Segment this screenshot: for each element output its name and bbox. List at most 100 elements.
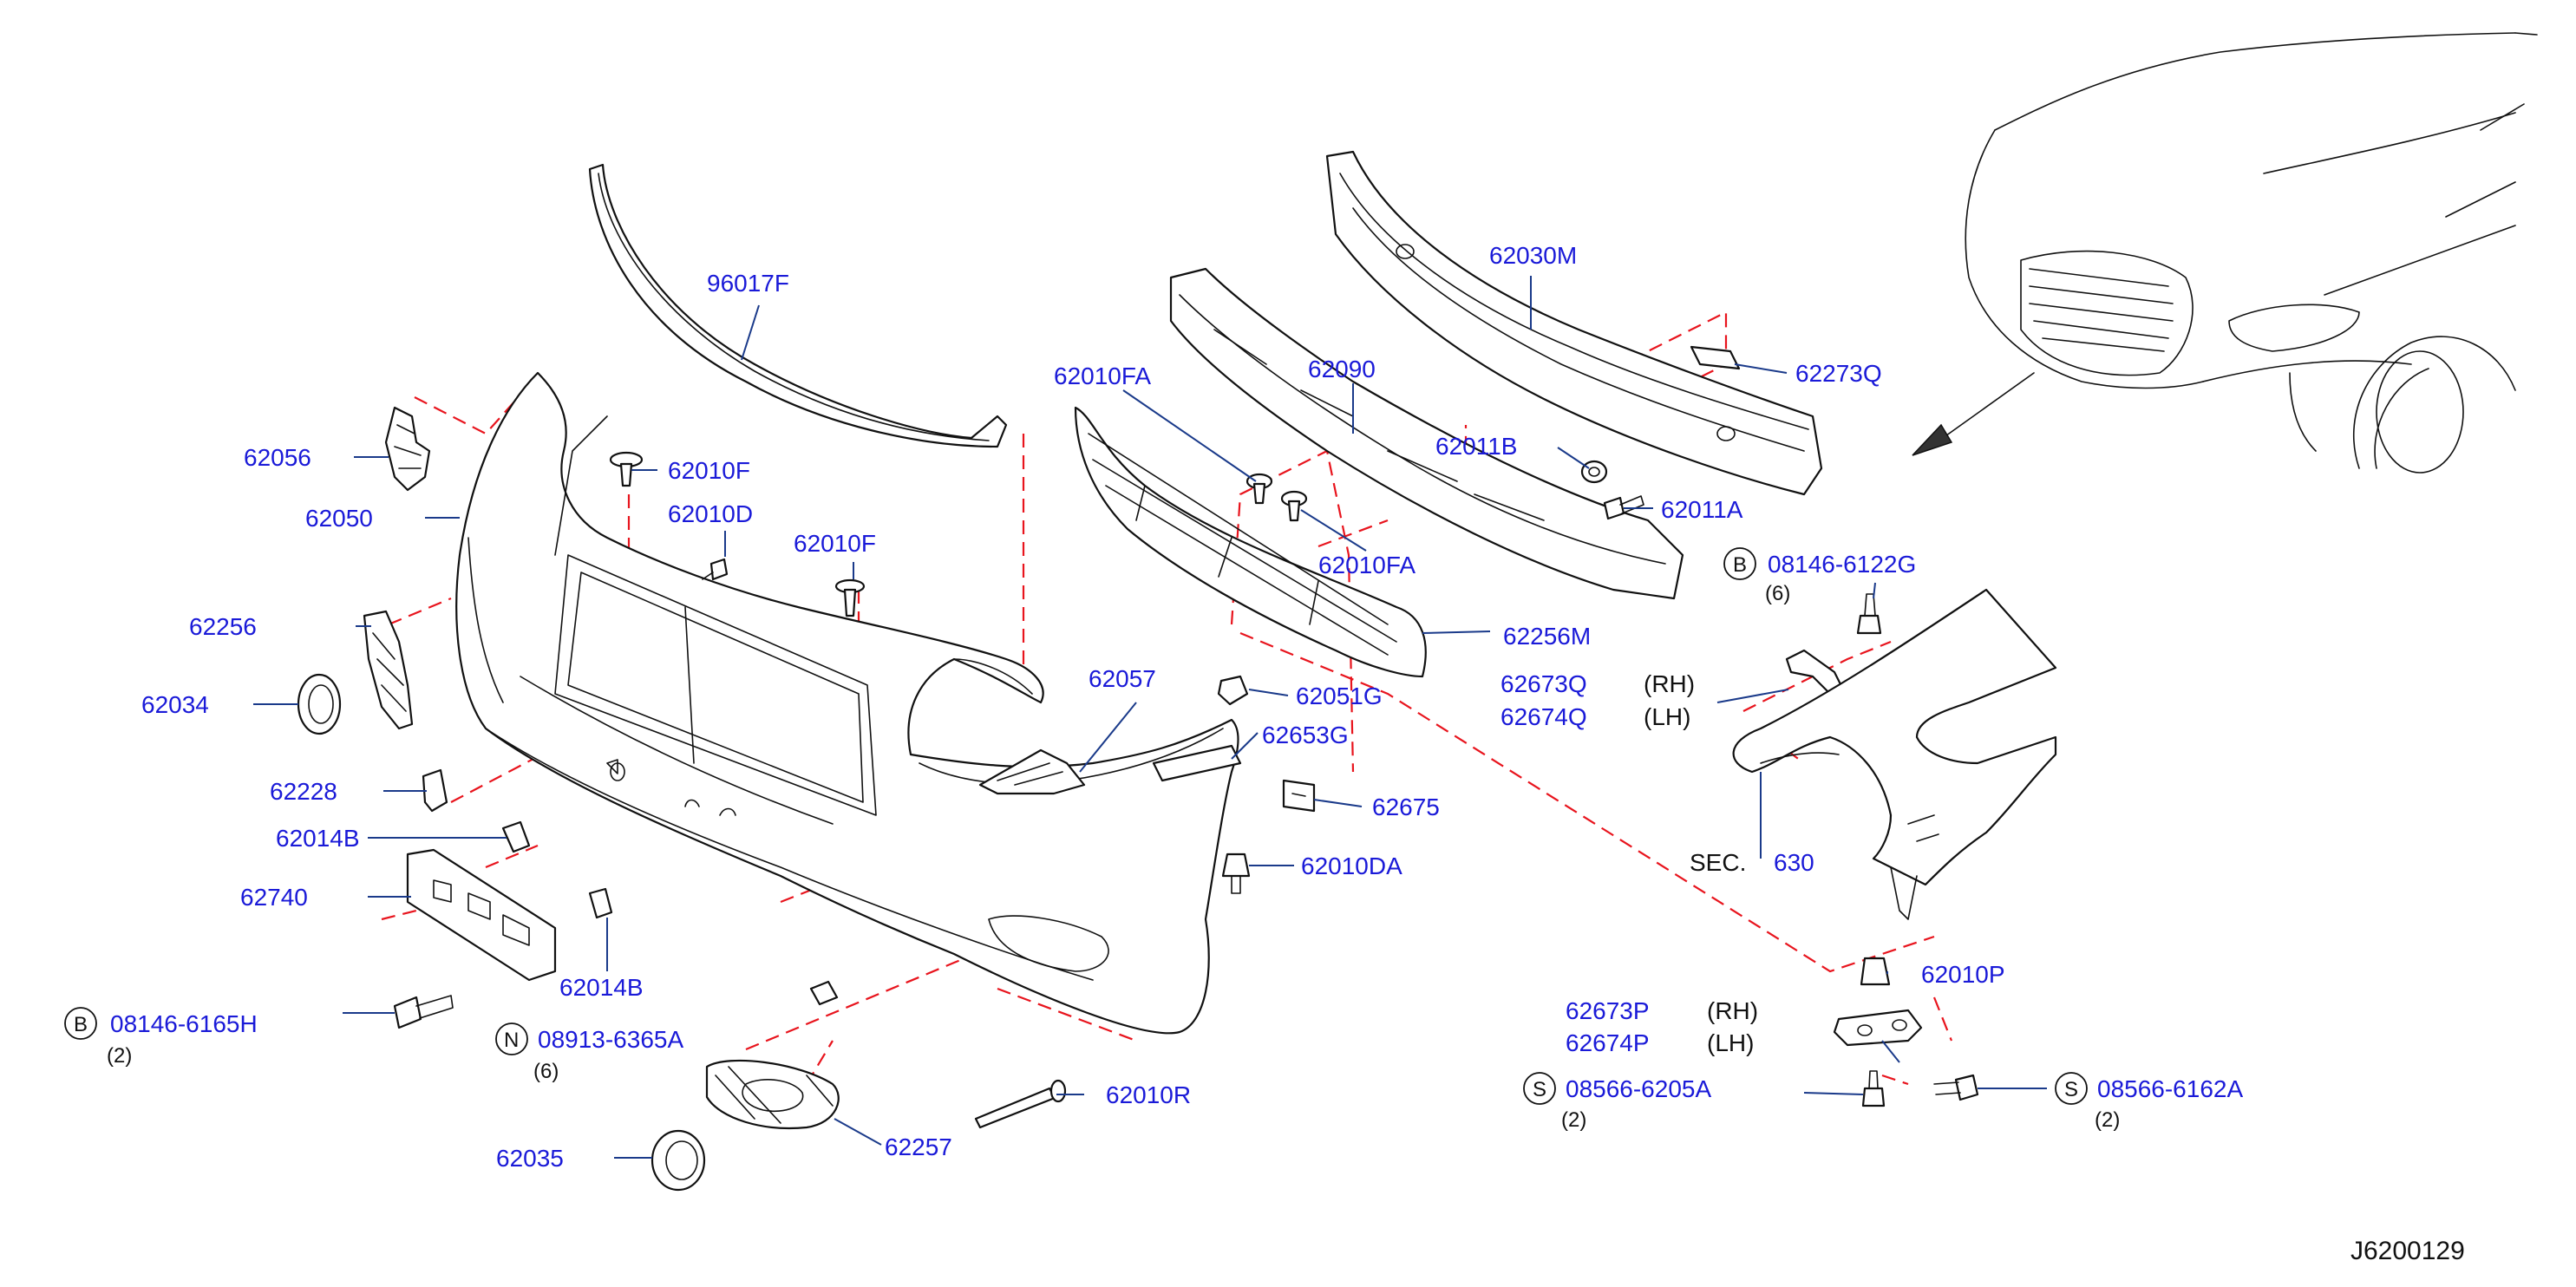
label-62010FA-b: 62010FA [1318,552,1415,578]
clip-08913-6365A [809,980,839,1006]
prefix-S1: S [1533,1078,1546,1101]
prefix-circle-B1 [64,1007,97,1040]
label-62010D: 62010D [668,500,753,527]
energy-absorber-62090 [1169,267,1684,600]
prefix-B2: B [1733,553,1747,577]
lower-grille-62256M [1074,406,1427,678]
label-62011A: 62011A [1661,496,1743,523]
label-62257: 62257 [885,1133,952,1160]
qty-08566-6162A: (2) [2095,1108,2120,1132]
qty-08146-6122G: (6) [1765,582,1790,605]
clip-62014B-b [588,887,613,919]
label-62014B-b: 62014B [559,974,644,1001]
label-62010F-a: 62010F [668,457,750,484]
label-62673P: 62673P [1566,997,1650,1024]
label-62014B-a: 62014B [276,825,360,852]
fog-grille-62257 [705,1059,840,1129]
label-62030M: 62030M [1489,242,1577,269]
bezel-62034 [297,673,342,735]
tow-hook-cover-62228 [422,768,448,813]
prefix-circle-B2 [1723,547,1756,580]
vehicle-location-sketch [1965,32,2538,474]
screw-62010DA [1221,853,1251,894]
label-62051G: 62051G [1296,683,1383,709]
bolt-08566-6162A [1933,1074,1979,1101]
fastener-62051G [1217,675,1249,706]
clip-62010P [1860,957,1891,986]
label-62256M: 62256M [1503,623,1591,650]
label-62090: 62090 [1308,356,1376,382]
diagram-code: J6200129 [2350,1237,2465,1265]
label-62228: 62228 [270,778,337,805]
bolt-08566-6205A [1861,1070,1886,1107]
direction-arrow [1912,372,2035,456]
label-62010P: 62010P [1921,961,2005,988]
label-62256: 62256 [189,613,257,640]
prefix-N1: N [504,1029,519,1052]
bracket-62057 [978,748,1086,795]
side-62674Q: (LH) [1644,703,1690,730]
clip-62010FA-b [1280,490,1308,522]
side-62673P: (RH) [1707,997,1758,1024]
side-62674P: (LH) [1707,1029,1754,1056]
prefix-S2: S [2064,1078,2078,1101]
front-bumper-fascia-62050 [455,371,1239,1035]
side-62673Q: (RH) [1644,670,1695,697]
label-62050: 62050 [305,505,373,532]
fender-sec-630 [1732,588,2057,920]
label-sec-630: 630 [1774,849,1814,876]
label-62010DA: 62010DA [1301,853,1402,879]
label-62010R: 62010R [1106,1081,1191,1108]
qty-08913-6365A: (6) [533,1060,559,1083]
qty-08146-6165H: (2) [107,1044,132,1068]
clip-62010F-b [834,578,866,617]
side-grille-62256 [363,610,414,730]
upper-molding-96017F [588,163,1008,448]
license-bracket-62740 [406,848,557,982]
label-08913-6365A: 08913-6365A [538,1026,683,1053]
clip-62010FA-a [1246,473,1273,505]
label-62035: 62035 [496,1145,564,1172]
qty-08566-6205A: (2) [1561,1108,1586,1132]
label-08566-6205A: 08566-6205A [1566,1075,1711,1102]
nut-62011B [1580,460,1608,484]
label-62740: 62740 [240,884,308,911]
label-62056: 62056 [244,444,311,471]
label-62273Q: 62273Q [1795,360,1882,387]
clip-62014B-a [501,820,531,853]
label-62057: 62057 [1089,665,1156,692]
side-bracket-62056 [384,406,431,492]
clip-62010D [702,558,729,581]
reinforcement-62030M [1325,150,1823,496]
bolt-08146-6165H [393,995,454,1029]
label-62011B: 62011B [1435,433,1517,460]
label-62034: 62034 [141,691,209,718]
label-62010F-b: 62010F [794,530,876,557]
prefix-B1: B [74,1013,88,1036]
prefix-circle-S2 [2055,1072,2088,1105]
bolt-08146-6122G [1856,593,1882,635]
label-62674P: 62674P [1566,1029,1650,1056]
bracket-62273Q [1690,345,1741,370]
label-08566-6162A: 08566-6162A [2097,1075,2243,1102]
part-labels: 96017F 62056 62050 62010F 62010D 62010F … [64,242,2465,1265]
label-62675: 62675 [1372,794,1440,820]
rivet-62010R [974,1079,1067,1129]
bracket-62673P [1833,1009,1923,1047]
label-62673Q: 62673Q [1500,670,1587,697]
label-96017F: 96017F [707,270,789,297]
bracket-62675 [1282,779,1316,813]
clip-62010F-a [609,451,644,487]
label-62010FA-a: 62010FA [1054,363,1151,389]
prefix-circle-N1 [495,1022,528,1055]
prefix-circle-S1 [1523,1072,1556,1105]
label-sec: SEC. [1690,849,1746,876]
bracket-62653G [1152,744,1242,782]
label-08146-6165H: 08146-6165H [110,1010,258,1037]
label-62653G: 62653G [1262,722,1349,748]
leader-lines [253,276,2047,1159]
fog-bezel-62035 [651,1129,706,1192]
label-62674Q: 62674Q [1500,703,1587,730]
